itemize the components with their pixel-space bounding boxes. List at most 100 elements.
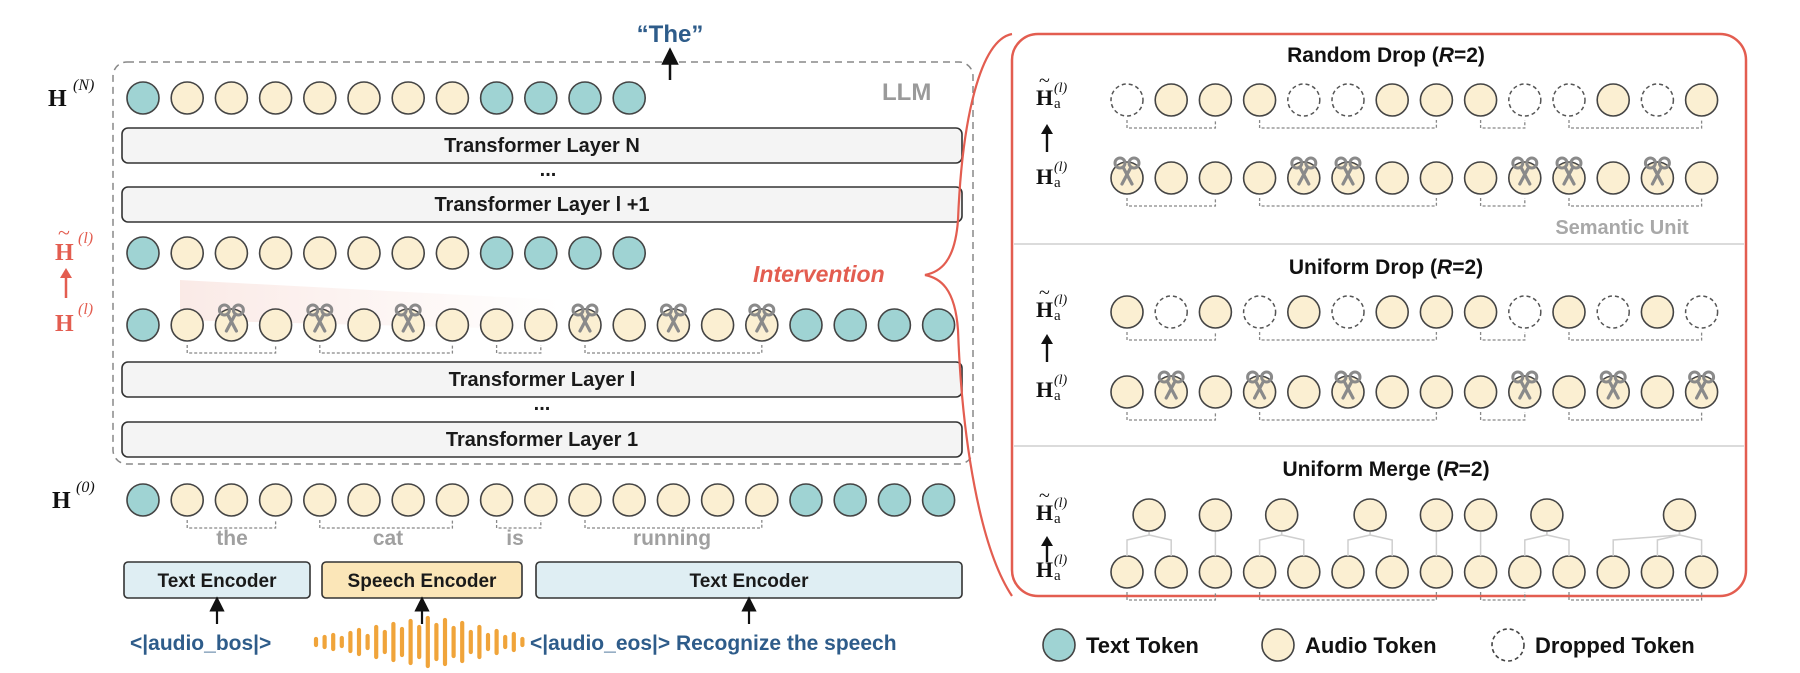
audio-token: [1419, 295, 1454, 329]
audio-token: [1331, 375, 1365, 409]
transformer-layer-1-label: Transformer Layer 1: [446, 429, 638, 451]
scissors-icon: [217, 303, 245, 333]
semantic-unit-bracket: [1479, 120, 1526, 129]
audio-token: [1198, 83, 1233, 117]
audio-token: [1287, 295, 1321, 329]
layer-ellipsis-top: ...: [540, 159, 557, 181]
semantic-unit-bracket: [186, 345, 277, 354]
arrow-h-to-htilde: [60, 268, 72, 298]
panel-row: [1110, 555, 1719, 601]
semantic-unit-bracket: [495, 520, 542, 529]
audio-token: [347, 308, 381, 342]
audio-token: [1198, 375, 1233, 409]
text-token: [523, 236, 558, 270]
svg-text:(l): (l): [1054, 373, 1068, 388]
transformer-layer-l-box: [121, 361, 963, 398]
audio-token: [1552, 555, 1586, 589]
audio-token: [568, 483, 602, 517]
svg-text:(l): (l): [78, 230, 93, 247]
audio-token: [1530, 498, 1564, 532]
audio-token: [258, 308, 293, 342]
semantic-unit-bracket: [1479, 592, 1526, 601]
audio-token: [1287, 375, 1321, 409]
semantic-unit-bracket: [1126, 592, 1217, 601]
audio-token: [1154, 83, 1188, 117]
svg-text:H: H: [1036, 85, 1053, 110]
audio-token: [1552, 161, 1586, 195]
audio-token: [744, 483, 779, 517]
svg-text:~: ~: [58, 220, 70, 245]
speech-waveform-icon: [313, 615, 525, 669]
text-token: [568, 236, 602, 270]
audio-token: [656, 308, 691, 342]
dropped-token: [1331, 295, 1365, 329]
audio-token: [1198, 295, 1233, 329]
dropped-token: [1596, 295, 1630, 329]
legend-dropped-token-label: Dropped Token: [1535, 633, 1695, 658]
svg-text:a: a: [1054, 511, 1061, 527]
audio-token: [1419, 375, 1454, 409]
audio-token: [1375, 161, 1409, 195]
audio-token: [1242, 161, 1277, 195]
speech-encoder-label: Speech Encoder: [348, 571, 497, 592]
semantic-unit-label: Semantic Unit: [1555, 217, 1689, 239]
audio-token: [744, 308, 779, 342]
token-row-h-n: [126, 81, 647, 115]
scissors-icon: [1157, 370, 1185, 400]
svg-text:a: a: [1054, 568, 1061, 584]
audio-token: [1264, 498, 1299, 532]
text-encoder-left-label: Text Encoder: [158, 571, 278, 592]
svg-text:a: a: [1054, 308, 1061, 324]
svg-text:H: H: [55, 311, 74, 337]
dropped-token: [1287, 83, 1321, 117]
audio-token: [391, 308, 426, 342]
audio-token: [391, 483, 426, 517]
panel-token-rows: [1110, 83, 1719, 601]
up-arrow: [1041, 334, 1053, 362]
svg-text:(l): (l): [1054, 293, 1068, 308]
label-h-l: H (l): [55, 301, 93, 337]
svg-text:(l): (l): [78, 301, 93, 318]
semantic-unit-bracket: [1126, 332, 1217, 341]
scissors-icon: [1113, 156, 1141, 186]
audio-token: [1198, 498, 1233, 532]
audio-token: [258, 81, 293, 115]
audio-token: [1463, 375, 1498, 409]
audio-token: [656, 483, 691, 517]
text-token: [921, 308, 956, 342]
scissors-icon: [394, 303, 422, 333]
text-token: [877, 483, 912, 517]
semantic-unit-bracket: [1258, 592, 1438, 601]
audio-token: [1552, 295, 1586, 329]
svg-text:~: ~: [1039, 485, 1050, 507]
audio-token: [435, 81, 470, 115]
semantic-unit-bracket: [495, 345, 542, 354]
intervention-label: Intervention: [753, 261, 885, 287]
audio-token: [302, 308, 337, 342]
scissors-icon: [1643, 156, 1671, 186]
token-row-h-tilde-l: [126, 236, 647, 270]
svg-text:a: a: [1054, 175, 1061, 191]
audio-token: [1640, 555, 1675, 589]
audio-token: [1132, 498, 1166, 532]
text-token: [126, 236, 160, 270]
audio-token: [1463, 295, 1498, 329]
audio-token: [170, 81, 204, 115]
audio-token: [568, 308, 602, 342]
audio-token: [1640, 161, 1675, 195]
audio-token: [214, 483, 249, 517]
audio-token: [523, 483, 558, 517]
audio-token: [435, 483, 470, 517]
dropped-token: [1154, 295, 1188, 329]
audio-token: [1662, 498, 1697, 532]
scissors-icon: [1599, 370, 1627, 400]
semantic-unit-bracket: [584, 345, 763, 354]
audio-token: [1684, 375, 1719, 409]
audio-token: [1198, 555, 1233, 589]
merge-connector: [1369, 532, 1393, 556]
text-token: [789, 308, 823, 342]
semantic-unit-bracket: [584, 520, 763, 529]
